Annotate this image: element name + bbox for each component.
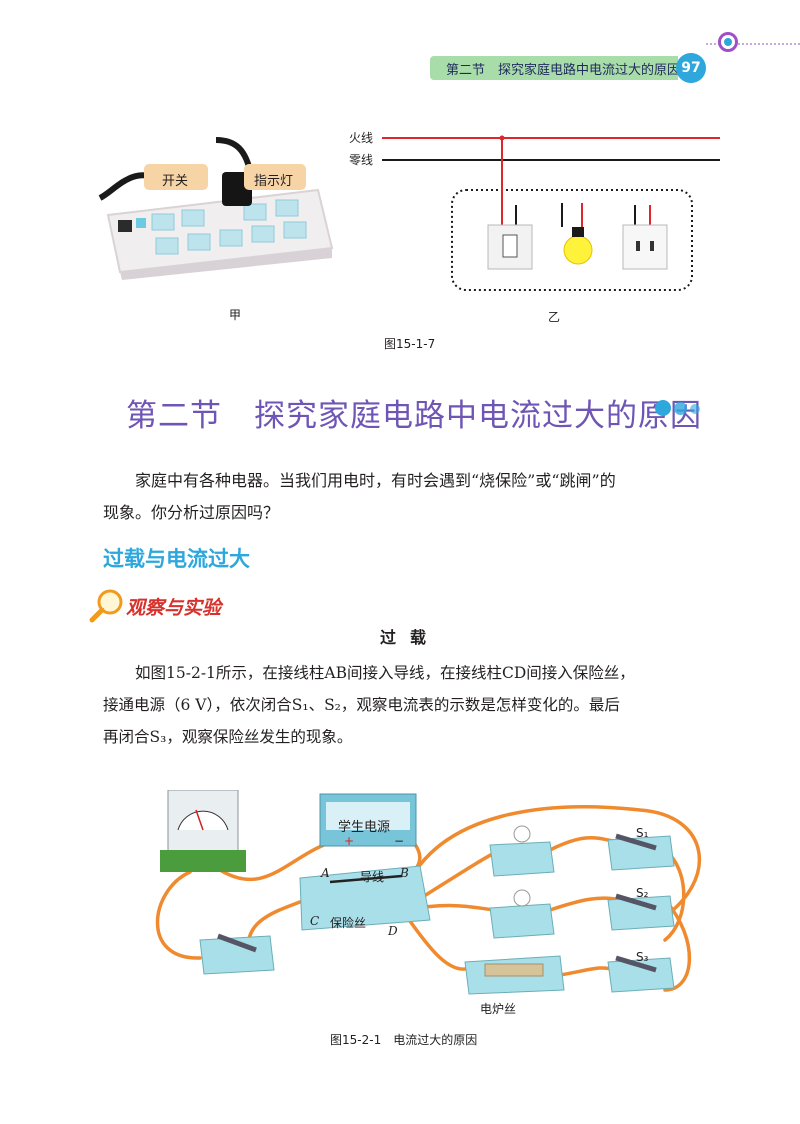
- strip-side: [120, 248, 332, 280]
- heater-label: 电炉丝: [480, 1002, 517, 1016]
- bulb-board-1: [489, 841, 555, 877]
- socket-grid: [151, 199, 307, 255]
- switch-s3-label: S₃: [636, 950, 649, 964]
- terminal-c: C: [310, 914, 320, 928]
- heater-coil-icon: [484, 963, 544, 977]
- bulb-2-icon: [513, 889, 531, 907]
- power-supply-label: 学生电源: [338, 820, 391, 835]
- header-ring-center: [724, 38, 732, 46]
- neutral-wire-label: 零线: [349, 153, 374, 167]
- switch-s1-label: S₁: [636, 826, 649, 840]
- intro-line-2: 现象。你分析过原因吗？: [103, 503, 280, 522]
- activity-line-2: 接通电源（6 V），依次闭合S₁、S₂，观察电流表的示数是怎样变化的。最后: [103, 696, 620, 714]
- title-dot-icon: [690, 404, 700, 414]
- running-header-title: 第二节 探究家庭电路中电流过大的原因: [446, 63, 681, 78]
- figure-caption-top: 图15-1-7: [384, 337, 436, 351]
- switch-s1-icon: [607, 835, 675, 871]
- section-title: 第二节 探究家庭电路中电流过大的原因: [126, 398, 702, 434]
- plus-terminal: +: [344, 834, 355, 848]
- ab-wire: [329, 874, 403, 884]
- subfigure-b-label: 乙: [548, 310, 561, 324]
- terminal-a: A: [321, 866, 330, 880]
- room-boundary: [451, 189, 693, 291]
- ammeter-base: [160, 850, 246, 872]
- activity-line-3: 再闭合S₃，观察保险丝发生的现象。: [103, 728, 353, 746]
- header-dotted-line: [706, 43, 800, 49]
- wire-label: 导线: [360, 870, 385, 884]
- callout-switch: 开关: [162, 174, 189, 189]
- subfigure-a-label: 甲: [229, 308, 242, 322]
- terminal-d: D: [388, 924, 398, 938]
- figure-caption-bottom: 图15-2-1 电流过大的原因: [330, 1033, 478, 1047]
- indicator-light: [136, 218, 146, 228]
- magnifier-icon: [89, 589, 123, 623]
- intro-line-1: 家庭中有各种电器。当我们用电时，有时会遇到“烧保险”或“跳闸”的: [135, 471, 616, 490]
- overload-experiment-diagram: [155, 790, 702, 995]
- power-strip-photo: [98, 137, 334, 280]
- callout-switch-box: [144, 164, 208, 190]
- bulb-1-icon: [513, 825, 531, 843]
- main-switch-icon: [199, 935, 275, 975]
- bulb-board-2: [489, 903, 555, 939]
- switch-s3-icon: [607, 957, 675, 993]
- switch-rocker: [118, 220, 132, 232]
- running-header-bar: [430, 56, 678, 80]
- switch-s2-icon: [607, 895, 675, 931]
- subsection-title: 过载与电流过大: [103, 547, 250, 571]
- callout-indicator: 指示灯: [254, 174, 294, 189]
- page-number: 97: [676, 53, 706, 83]
- bulb-icon: [563, 235, 593, 265]
- fuse-label: 保险丝: [330, 916, 367, 930]
- minus-terminal: −: [394, 834, 405, 848]
- experiment-title: 过载: [380, 628, 441, 647]
- activity-badge: 观察与实验: [126, 597, 222, 619]
- title-dot-icon: [674, 402, 687, 415]
- switch-s2-label: S₂: [636, 886, 649, 900]
- terminal-b: B: [400, 866, 409, 880]
- callout-indicator-box: [244, 164, 306, 190]
- wall-socket-icon: [622, 224, 668, 270]
- live-wire-label: 火线: [349, 131, 374, 145]
- household-wiring-diagram: [382, 135, 720, 291]
- activity-line-1: 如图15-2-1所示，在接线柱AB间接入导线，在接线柱CD间接入保险丝，: [135, 664, 635, 682]
- title-dot-icon: [655, 400, 671, 416]
